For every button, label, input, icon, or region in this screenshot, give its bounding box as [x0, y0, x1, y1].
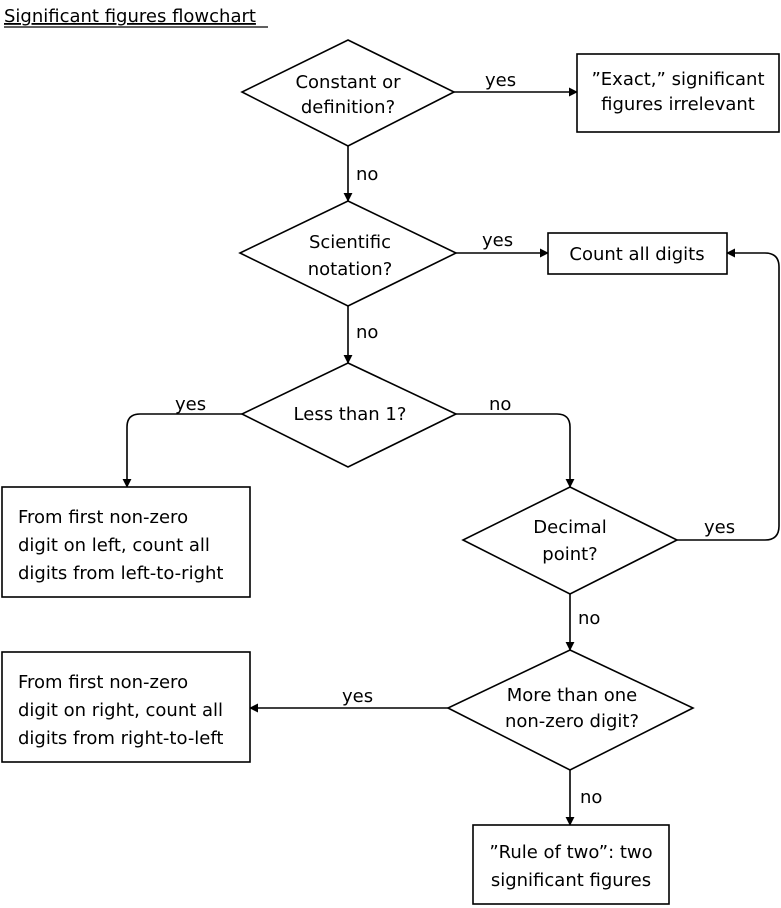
node-text-line: significant figures	[491, 870, 651, 891]
decision-more-than-one-nonzero: More than one non-zero digit?	[446, 649, 695, 771]
node-text-line: digit on left, count all	[18, 535, 210, 556]
box-rule-of-two: ”Rule of two”: two significant figures	[472, 824, 670, 905]
node-text-line: notation?	[308, 259, 393, 280]
decision-diamond	[238, 200, 458, 307]
node-text-line: From first non-zero	[18, 507, 188, 528]
node-text-line: point?	[542, 544, 597, 565]
edge-label-yes: yes	[704, 517, 735, 538]
node-text-line: definition?	[301, 97, 395, 118]
edge-label-no: no	[356, 322, 378, 343]
decision-less-than-1: Less than 1?	[240, 362, 458, 468]
edge-label-no: no	[356, 164, 378, 185]
decision-decimal-point: Decimal point?	[461, 486, 679, 595]
decision-diamond	[240, 39, 456, 147]
node-text-line: digits from right-to-left	[18, 728, 223, 749]
node-text-line: Constant or	[295, 72, 401, 93]
process-box	[547, 232, 728, 275]
decision-diamond	[240, 362, 458, 468]
edge-less-to-decimal	[456, 413, 575, 488]
node-text-line: Decimal	[533, 517, 606, 538]
edge-label-yes: yes	[482, 230, 513, 251]
node-text-line: Less than 1?	[294, 404, 407, 425]
edge-labels: yes no yes no yes no yes no yes no	[175, 70, 735, 808]
node-text-line: digit on right, count all	[18, 700, 223, 721]
node-text-line: ”Rule of two”: two	[489, 842, 652, 863]
box-first-nonzero-right: From first non-zero digit on right, coun…	[1, 651, 251, 763]
edge-less-to-left-box	[122, 413, 242, 488]
node-text-line: digits from left-to-right	[18, 563, 223, 584]
flowchart-title: Significant figures flowchart	[4, 6, 256, 27]
edges	[122, 87, 780, 826]
edge-label-no: no	[489, 394, 511, 415]
edge-label-no: no	[578, 608, 600, 629]
node-text-line: ”Exact,” significant	[591, 69, 764, 90]
decision-diamond	[446, 649, 695, 771]
node-text-line: figures irrelevant	[601, 94, 755, 115]
edge-label-yes: yes	[485, 70, 516, 91]
edge-label-yes: yes	[342, 686, 373, 707]
node-text-line: From first non-zero	[18, 672, 188, 693]
box-exact: ”Exact,” significant figures irrelevant	[576, 53, 780, 133]
node-text-line: Count all digits	[569, 244, 704, 265]
process-box	[1, 651, 251, 763]
process-box	[1, 486, 251, 598]
edge-label-yes: yes	[175, 394, 206, 415]
process-box	[576, 53, 780, 133]
box-count-all-digits: Count all digits	[547, 232, 728, 275]
node-text-line: non-zero digit?	[505, 711, 639, 732]
decision-diamond	[461, 486, 679, 595]
process-box	[472, 824, 670, 905]
edge-decimal-to-count	[677, 248, 780, 541]
decision-scientific-notation: Scientific notation?	[238, 200, 458, 307]
box-first-nonzero-left: From first non-zero digit on left, count…	[1, 486, 251, 598]
node-text-line: Scientific	[309, 232, 391, 253]
decision-constant-or-definition: Constant or definition?	[240, 39, 456, 147]
edge-label-no: no	[580, 787, 602, 808]
node-text-line: More than one	[507, 685, 637, 706]
